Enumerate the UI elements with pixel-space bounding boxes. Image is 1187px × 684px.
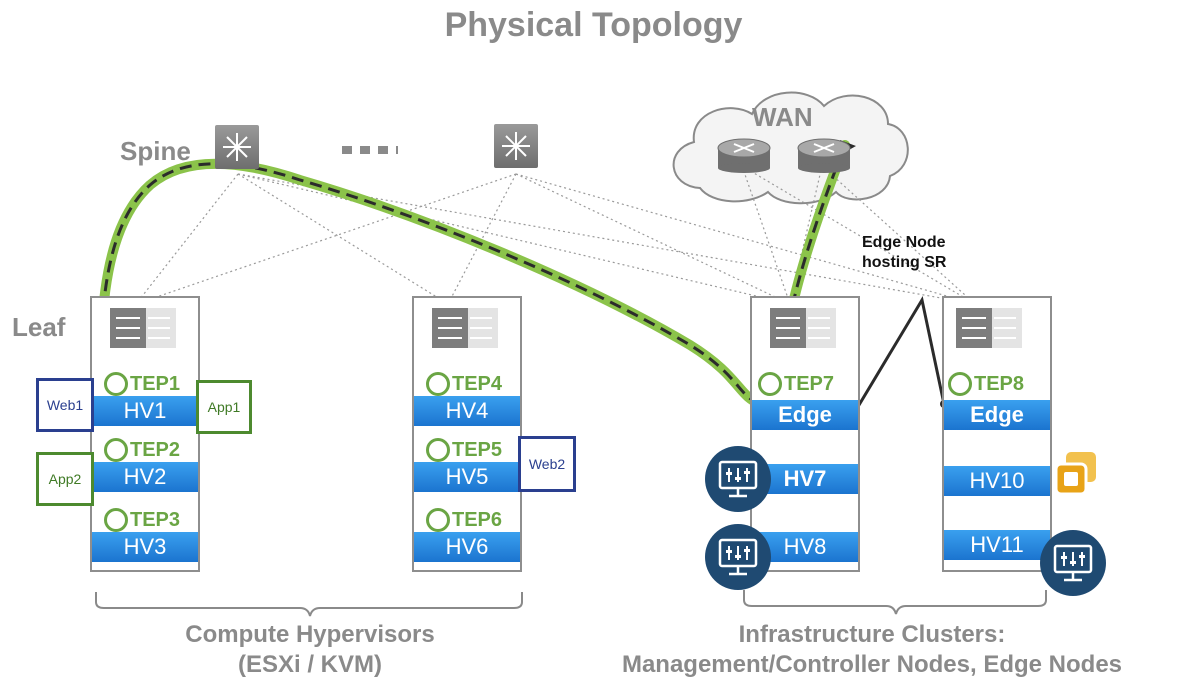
- infra-footer-line2: Management/Controller Nodes, Edge Nodes: [621, 651, 1123, 678]
- vmware-icon: [1052, 450, 1100, 498]
- rack-3: TEP7 Edge HV7 HV8: [750, 296, 860, 572]
- rack-2: TEP4 HV4 TEP5 HV5 TEP6 HV6: [412, 296, 522, 572]
- compute-footer: Compute Hypervisors (ESXi / KVM): [110, 620, 510, 680]
- edge-callout-line: [854, 295, 946, 411]
- tep-8: TEP8: [948, 372, 1024, 396]
- tep-5: TEP5: [426, 438, 502, 462]
- infra-footer-line1: Infrastructure Clusters:: [738, 621, 1006, 648]
- hv-5[interactable]: HV5: [414, 462, 520, 492]
- leaf-switch-icon: [108, 306, 180, 352]
- compute-footer-line1: Compute Hypervisors: [185, 621, 435, 648]
- hv-10[interactable]: HV10: [944, 466, 1050, 496]
- vm-app2[interactable]: App2: [36, 452, 94, 506]
- hv-6[interactable]: HV6: [414, 532, 520, 562]
- monitor-icon: [1040, 530, 1106, 596]
- edge-node-1[interactable]: Edge: [752, 400, 858, 430]
- monitor-icon: [705, 446, 771, 512]
- edge-node-note: Edge Node hosting SR: [862, 233, 946, 273]
- vm-web1[interactable]: Web1: [36, 378, 94, 432]
- edge-note-line2: hosting SR: [862, 254, 947, 271]
- cloud-icon: [672, 91, 909, 205]
- infra-footer: Infrastructure Clusters: Management/Cont…: [568, 620, 1176, 680]
- router-icon: [716, 134, 772, 179]
- leaf-label: Leaf: [12, 312, 66, 342]
- tep-7: TEP7: [758, 372, 834, 396]
- page-title: Physical Topology: [444, 6, 743, 44]
- tep-4: TEP4: [426, 372, 502, 396]
- compute-footer-line2: (ESXi / KVM): [237, 651, 382, 678]
- spine-label: Spine: [120, 136, 191, 166]
- monitor-icon: [705, 524, 771, 590]
- rack-4: TEP8 Edge HV10 HV11: [942, 296, 1052, 572]
- infra-brace: [743, 590, 1047, 615]
- leaf-switch-icon: [954, 306, 1026, 352]
- tep-1: TEP1: [104, 372, 180, 396]
- wan-label: WAN: [752, 102, 813, 132]
- hv-4[interactable]: HV4: [414, 396, 520, 426]
- spine-ellipsis: [342, 146, 398, 154]
- spine-switch-icon: [494, 124, 538, 168]
- router-icon: [796, 134, 852, 179]
- edge-note-line1: Edge Node: [862, 234, 946, 251]
- leaf-switch-icon: [768, 306, 840, 352]
- vm-app1[interactable]: App1: [196, 380, 252, 434]
- leaf-switch-icon: [430, 306, 502, 352]
- hv-11[interactable]: HV11: [944, 530, 1050, 560]
- compute-brace: [95, 592, 523, 617]
- edge-node-2[interactable]: Edge: [944, 400, 1050, 430]
- vm-web2[interactable]: Web2: [518, 436, 576, 492]
- tep-3: TEP3: [104, 508, 180, 532]
- hv-2[interactable]: HV2: [92, 462, 198, 492]
- hv-3[interactable]: HV3: [92, 532, 198, 562]
- rack-1: TEP1 HV1 TEP2 HV2 TEP3 HV3: [90, 296, 200, 572]
- fabric-links: [135, 165, 976, 305]
- tep-6: TEP6: [426, 508, 502, 532]
- tep-2: TEP2: [104, 438, 180, 462]
- spine-switch-icon: [215, 125, 259, 169]
- hv-1[interactable]: HV1: [92, 396, 198, 426]
